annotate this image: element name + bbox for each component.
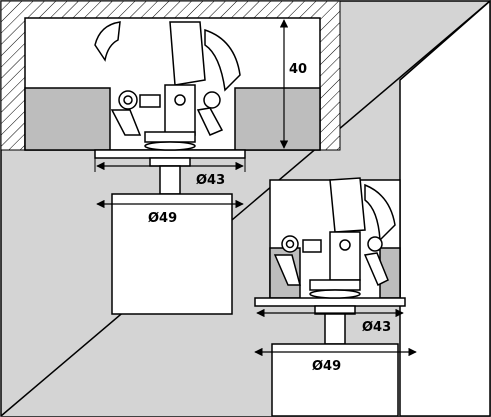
ceiling-block-left [24,87,111,151]
mount-plate-lower [254,297,406,307]
mechanism-top [94,21,241,151]
spindle-top [149,157,191,167]
ceiling-block-right [234,87,321,151]
upper-view: 40 Ø43 Ø49 [0,0,341,315]
spindle-shaft-top [159,165,181,195]
d43-bottom-label: Ø43 [362,320,391,335]
d43-top-label: Ø43 [196,173,225,188]
lower-view: Ø43 Ø49 [254,0,491,417]
mount-plate [94,149,246,159]
spindle-shaft-bottom [324,313,346,345]
depth-label-bg [286,59,310,77]
fixture-body-top [111,193,233,315]
d49-top-label: Ø49 [148,211,177,226]
fixture-body-bottom [271,343,399,417]
depth-label: 40 [289,62,307,77]
mechanism-bottom [273,177,396,299]
d49-bottom-label: Ø49 [312,359,341,374]
